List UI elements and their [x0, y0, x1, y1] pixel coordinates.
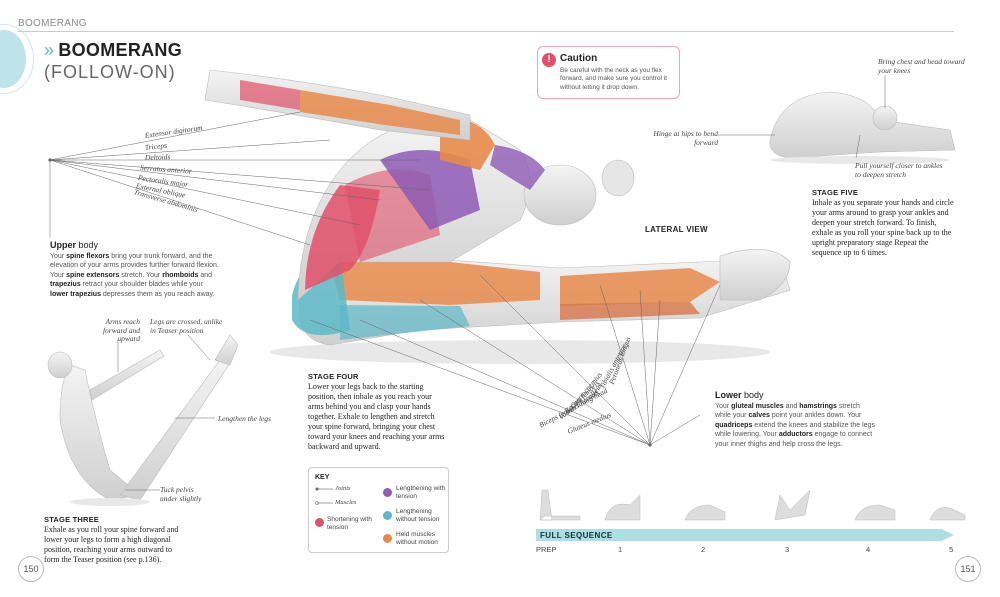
joints-key-icon [315, 487, 333, 505]
thigh-muscle [330, 256, 540, 305]
arm-muscle [300, 90, 460, 135]
stage-three-text: Exhale as you roll your spine forward an… [44, 525, 179, 564]
stage-four-heading: STAGE FOUR [308, 372, 359, 381]
upper-body-heading: Upper body [50, 240, 99, 250]
muscle-term: rhomboids [162, 271, 199, 279]
key-muscles: Muscles [335, 499, 357, 506]
stage-five-leaders [718, 75, 886, 159]
caution-title: Caution [560, 53, 598, 64]
key-title: KEY [315, 474, 330, 481]
annotation-arms: Arms reach forward and upward [102, 317, 140, 344]
stage-three-leaders [117, 334, 215, 491]
lower-body-heading: Lower body [715, 390, 764, 400]
lengthening-no-tension-swatch [383, 511, 392, 520]
page-title: »BOOMERANG [44, 40, 182, 61]
stage-three-figure [47, 334, 239, 506]
lower-body-text: Your gluteal muscles and hamstrings stre… [715, 402, 875, 449]
sequence-label: FULL SEQUENCE [540, 531, 613, 540]
muscle-term: adductors [778, 431, 813, 439]
annotation-hinge: Hinge at hips to bend forward [653, 129, 718, 147]
annotation-tuck: Tuck pelvis under slightly [160, 485, 202, 503]
shortening-swatch [315, 518, 324, 527]
stage-five-text: Inhale as you separate your hands and ci… [812, 198, 954, 257]
body-text: stretch. Your [119, 271, 163, 279]
hamstring-muscle [340, 305, 470, 340]
muscle-term: gluteal muscles [731, 403, 784, 410]
page-number-right: 151 [955, 556, 981, 582]
muscle-term: quadriceps [715, 421, 753, 429]
muscle-term: trapezius [50, 281, 81, 289]
body-text: Your [715, 403, 732, 410]
forearm-muscle [240, 80, 300, 110]
sequence-step: PREP [536, 545, 557, 554]
muscle-term: hamstrings [799, 403, 837, 410]
sequence-step: 1 [618, 545, 623, 554]
running-head: BOOMERANG [18, 18, 87, 29]
body-text: point your ankles down. Your [769, 412, 862, 420]
annotation-lengthen: Lengthen the legs [218, 414, 271, 423]
body-text: Your [50, 253, 67, 260]
lengthening-swatch [383, 488, 392, 497]
upper-leader-lines [49, 111, 431, 246]
main-figure-feet [719, 248, 791, 301]
body-text: and [198, 271, 213, 279]
muscle-term: lower trapezius [50, 290, 101, 298]
body-text: extend the knees and stabilize the legs … [715, 421, 875, 439]
shin-muscle [560, 302, 700, 320]
caution-box: ! Caution Be careful with the neck as yo… [537, 46, 680, 99]
muscle-term: spine extensors [66, 271, 120, 279]
hair-bun [601, 159, 635, 197]
header-rule [18, 31, 954, 32]
upper-body-text: Your spine flexors bring your trunk forw… [50, 252, 220, 299]
body-text: depresses them as you reach away. [100, 290, 215, 298]
page-title-text: BOOMERANG [58, 40, 183, 60]
floor-shadow [270, 340, 770, 364]
caution-body: Be careful with the neck as you flex for… [560, 67, 667, 91]
muscle-term: spine flexors [66, 253, 110, 260]
key-item-label: Shortening with tension [327, 516, 372, 531]
stage-three-heading: STAGE THREE [44, 515, 99, 524]
annotation-legs-crossed: Legs are crossed, unlike in Teaser posit… [150, 317, 223, 335]
page-number-left: 150 [18, 556, 44, 582]
sequence-step: 3 [785, 545, 790, 554]
key-item-label: Lengthening with tension [396, 485, 446, 500]
stage-five-figure [769, 91, 956, 164]
body-text: and [783, 403, 800, 410]
stage-four-text: Lower your legs back to the starting pos… [308, 382, 445, 451]
page-subtitle: (FOLLOW-ON) [44, 62, 176, 82]
key-legend: KEY Joints Muscles Shortening with tensi… [308, 467, 449, 553]
neck-muscle [490, 145, 545, 190]
body-text: bring your trunk forward, and the elevat… [50, 253, 219, 279]
annotation-pull: Pull yourself closer to ankles to deepen… [855, 161, 943, 179]
sequence-step: 4 [866, 545, 871, 554]
sequence-bar [536, 529, 954, 541]
sequence-step: 5 [949, 545, 954, 554]
annotation-chest: Bring chest and head toward your knees [878, 57, 965, 75]
key-joints: Joints [335, 485, 351, 492]
lower-leader-lines [309, 274, 721, 446]
lateral-view-label: LATERAL VIEW [645, 225, 708, 234]
key-item-label: Lengthening without tension [396, 508, 440, 523]
body-text: engage to connect your inner thighs and … [715, 431, 873, 448]
key-item-label: Held muscles without motion [396, 531, 438, 546]
body-text: retract your shoulder blades while your [80, 281, 203, 289]
chevron-icon: » [44, 40, 55, 60]
main-figure-head [523, 164, 597, 226]
warning-icon: ! [542, 53, 556, 67]
calf-muscle [560, 268, 720, 306]
muscle-term: calves [748, 412, 770, 420]
held-swatch [383, 534, 392, 543]
sequence-step: 2 [701, 545, 706, 554]
stage-five-heading: STAGE FIVE [812, 188, 859, 197]
body-text: stretch while your [715, 403, 860, 420]
muscle-label: Deltoids [144, 152, 171, 162]
sequence-thumbnails [539, 489, 966, 521]
